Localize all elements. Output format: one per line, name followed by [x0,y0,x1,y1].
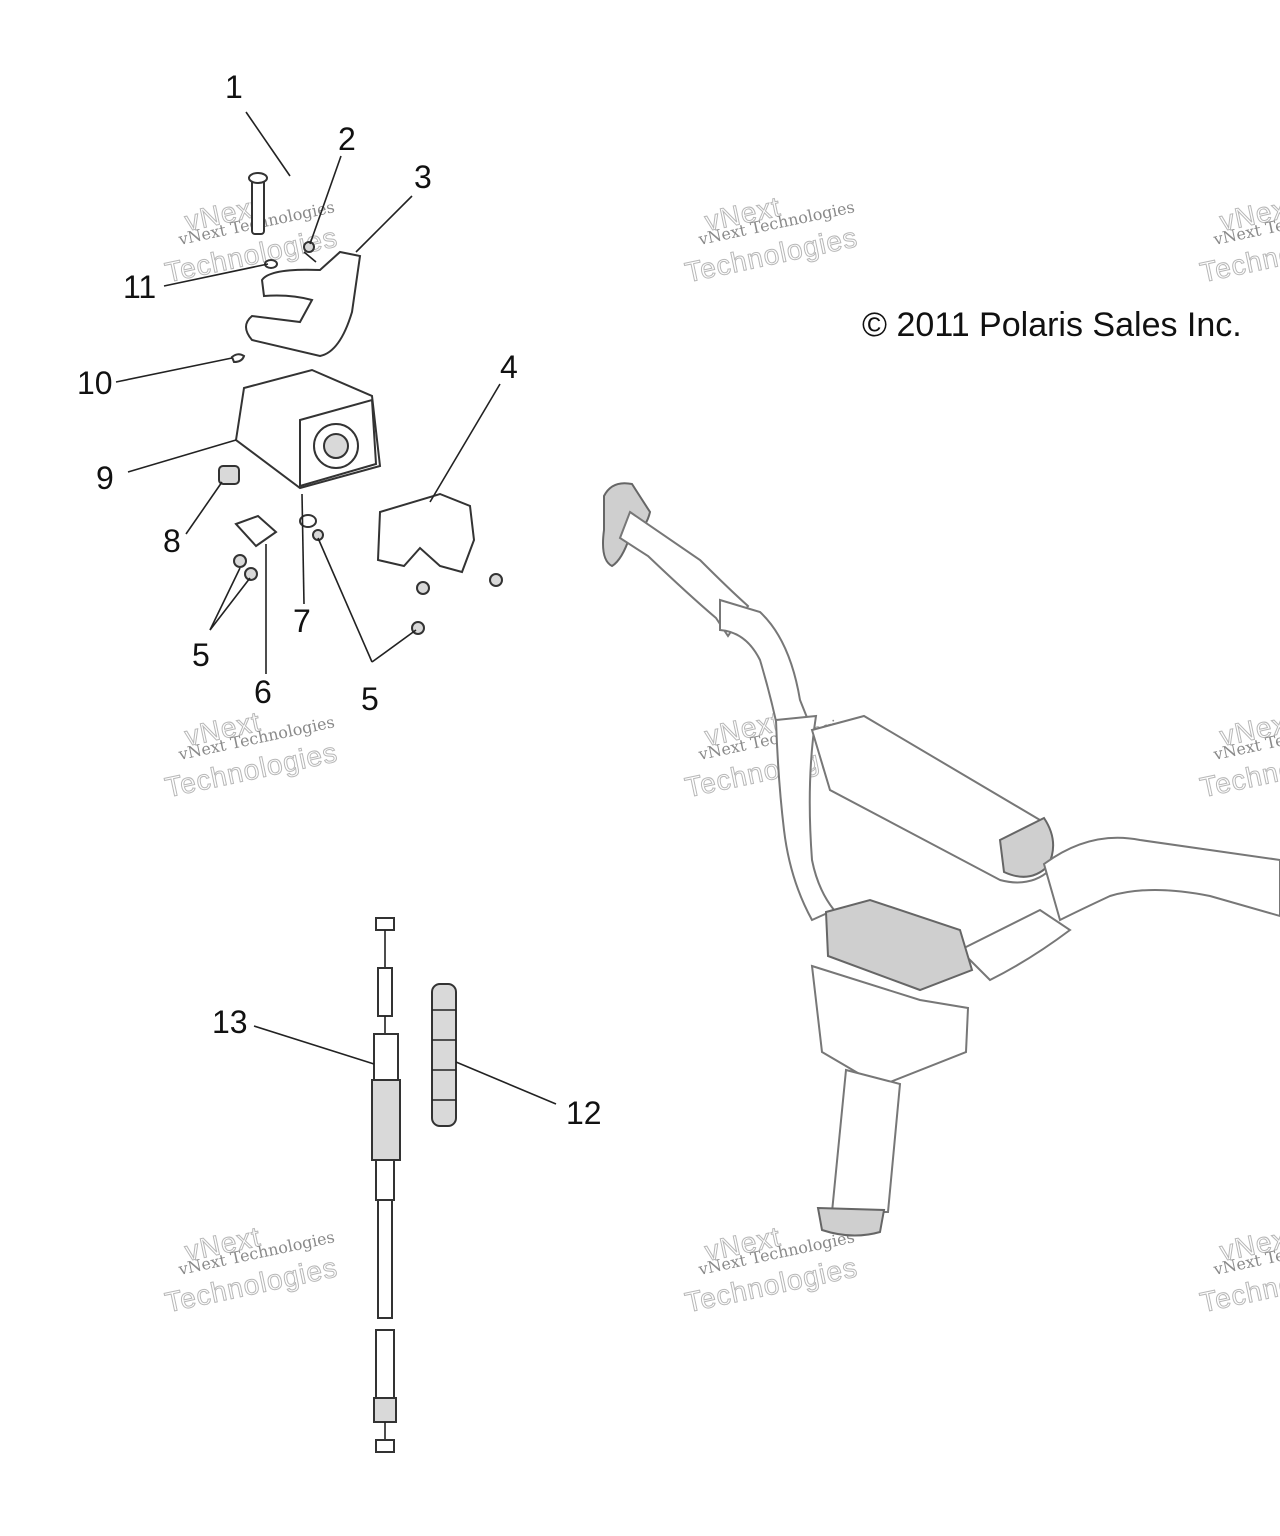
cable-parts [371,917,457,1453]
watermark: vNext vNext Technologies Technologies [162,1220,341,1318]
callout-4: 4 [500,349,518,385]
callout-13: 13 [212,1004,248,1040]
cover-part-4 [376,492,476,574]
pin-part-1 [248,172,268,235]
watermark: vNext vNext Technologies Technologies [1197,190,1280,288]
callout-5: 5 [192,637,210,673]
callout-12: 12 [566,1095,602,1131]
callout-10: 10 [77,365,113,401]
plate-part-6 [234,514,278,548]
left-grip [618,510,750,638]
cap-part-8 [218,465,240,485]
housing-part-9 [234,368,382,490]
steering-post [830,1068,902,1213]
sleeve-part-12 [431,983,457,1127]
callout-2: 2 [338,121,356,157]
callout-11: 11 [123,269,156,305]
handlebar-assembly [602,482,1280,1237]
clip-part-10 [230,353,246,364]
watermark: vNext vNext Technologies Technologies [682,190,861,288]
exploded-parts-upper [218,172,503,635]
watermark: vNext vNext Technologies Technologies [1197,705,1280,803]
bolt-part-2 [303,241,317,263]
callout-8: 8 [163,523,181,559]
callout-1: 1 [225,69,243,105]
callout-labels: 1 2 3 4 5 5 6 7 8 9 10 11 12 13 [77,69,602,1131]
callout-5b: 5 [361,681,379,717]
handlebar-lower-right [958,908,1072,982]
callout-3: 3 [414,159,432,195]
callout-7: 7 [293,603,311,639]
leader-lines [115,111,557,1105]
washer-part-7 [299,514,317,528]
cable-part-13 [371,917,401,1453]
watermark: vNext vNext Technologies Technologies [162,705,341,803]
steering-post-base [816,1206,886,1237]
callout-6: 6 [254,674,272,710]
bracket-part-3 [245,250,362,358]
copyright-text: © 2011 Polaris Sales Inc. [862,306,1242,344]
callout-9: 9 [96,460,114,496]
steering-clamp-top [824,898,974,992]
handlebar-tube-right [1042,836,1280,922]
steering-clamp-body [810,964,970,1088]
screws-part-5 [233,529,503,635]
watermark: vNext vNext Technologies Technologies [1197,1220,1280,1318]
